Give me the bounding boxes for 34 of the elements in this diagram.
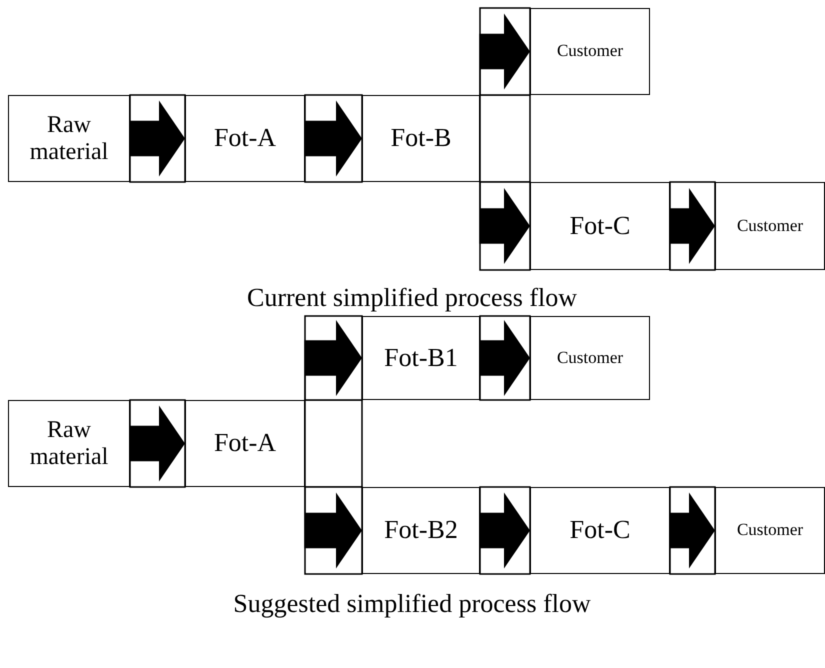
box-label: Customer <box>736 216 804 236</box>
process-box <box>530 316 650 400</box>
box-label: Customer <box>556 42 624 61</box>
block-arrow <box>479 492 530 568</box>
box-label: Fot-C <box>570 212 630 240</box>
box-label: Fot-A <box>214 124 276 153</box>
block-arrow <box>669 188 715 264</box>
process-box <box>530 182 670 270</box>
process-box <box>715 182 825 270</box>
box-label: Fot-B1 <box>384 344 458 372</box>
box-label: Fot-B2 <box>384 516 458 545</box>
diagram-caption: Current simplified process flow <box>247 285 577 311</box>
block-arrow <box>669 492 715 568</box>
box-label: Fot-B <box>390 124 452 153</box>
process-box <box>185 95 305 182</box>
process-box <box>362 95 480 182</box>
box-label: Customer <box>556 348 624 368</box>
diagram-caption: Suggested simplified process flow <box>233 591 591 617</box>
block-arrow <box>129 406 185 482</box>
process-box <box>362 487 480 574</box>
box-label: Fot-C <box>570 516 630 545</box>
process-box <box>362 316 480 400</box>
process-box <box>530 487 670 574</box>
block-arrow <box>304 100 362 176</box>
box-label: Raw material <box>28 417 110 470</box>
box-label: Raw material <box>28 112 110 165</box>
process-box <box>185 400 305 487</box>
block-arrow <box>129 100 185 176</box>
box-label: Customer <box>736 521 804 540</box>
box-label: Fot-A <box>214 429 276 458</box>
process-box <box>8 95 130 182</box>
process-box <box>530 8 650 95</box>
process-box <box>8 400 130 487</box>
process-box <box>715 487 825 574</box>
